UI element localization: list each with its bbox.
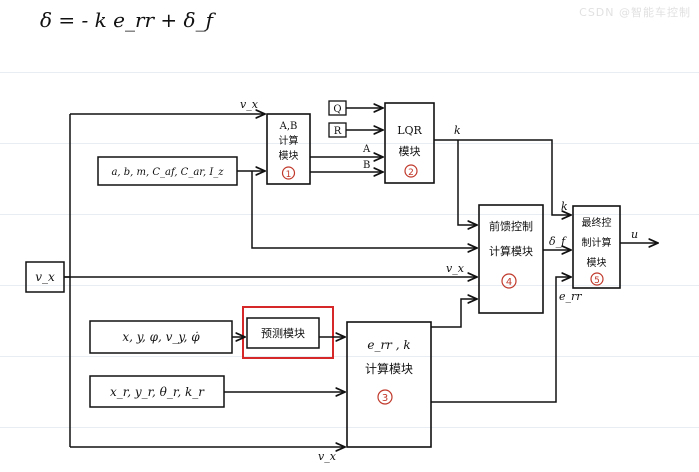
ab-calc-block [266,113,311,185]
k-lqr-label: k [454,124,461,137]
ab-calc-line-1: A,B [279,121,298,132]
feedforward-number-circle [501,273,517,289]
vx-bottom-label: v_x [318,450,337,463]
err-signal-label: e_rr [559,290,582,303]
a-signal-label: A [362,144,371,155]
predict-block [246,317,320,349]
vehicle-params-label: a, b, m, C_af, C_ar, I_z [111,167,224,178]
final-line-2: 制计算 [582,236,612,249]
feedforward-line-1: 前馈控制 [489,219,533,233]
feedforward-number: 4 [506,277,512,288]
b-signal-label: B [363,160,370,171]
u-output-label: u [631,228,638,241]
params-to-feedforward-arrow [251,171,477,248]
lqr-line-2: 模块 [399,145,421,158]
ab-calc-number: 1 [286,170,292,180]
r-label: R [334,126,342,137]
ab-calc-number-circle [281,166,296,180]
err-calc-number: 3 [382,393,388,404]
ruled-line [0,427,699,428]
predict-label: 预测模块 [261,327,305,340]
q-label: Q [333,104,341,115]
ruled-line [0,72,699,73]
ab-calc-line-3: 模块 [279,150,299,162]
err-calc-line-2: 计算模块 [365,361,413,376]
err-calc-number-circle [377,389,393,405]
err-calc-line-1: e_rr , k [367,338,410,352]
k-to-final-arrow [434,139,571,215]
reference-state-label: x_r, y_r, θ_r, k_r [110,385,205,399]
lqr-block [384,102,435,184]
ab-calc-line-2: 计算 [279,134,299,147]
vx-source-label: v_x [35,270,55,284]
signal-lines [64,108,658,447]
vehicle-state-label: x, y, φ, v_y, φ̇ [122,330,200,344]
vx-top-label: v_x [240,98,259,111]
watermark: CSDN @智能车控制 [579,6,691,19]
lqr-number-circle [404,164,418,178]
ruled-line [0,143,699,144]
err-k-calc-block [346,321,432,448]
final-line-1: 最终控 [582,216,612,229]
feedforward-block [478,204,544,314]
final-number: 5 [594,276,600,286]
ruled-line [0,285,699,286]
lqr-number: 2 [408,168,414,178]
ruled-line [0,356,699,357]
control-law-formula: δ = - k e_rr + δ_f [40,8,213,32]
k-final-label: k [561,200,568,213]
errcalc-to-feedforward-arrow [431,299,477,328]
vx-ff-label: v_x [446,262,465,275]
final-line-3: 模块 [587,257,607,269]
final-control-block [572,205,621,289]
err-to-final-arrow [431,277,571,403]
ruled-line [0,214,699,215]
delta-f-label: δ_f [549,235,567,248]
final-number-circle [590,272,604,286]
feedforward-line-2: 计算模块 [489,244,533,258]
lqr-line-1: LQR [397,124,422,137]
k-to-feedforward-arrow [457,140,477,225]
